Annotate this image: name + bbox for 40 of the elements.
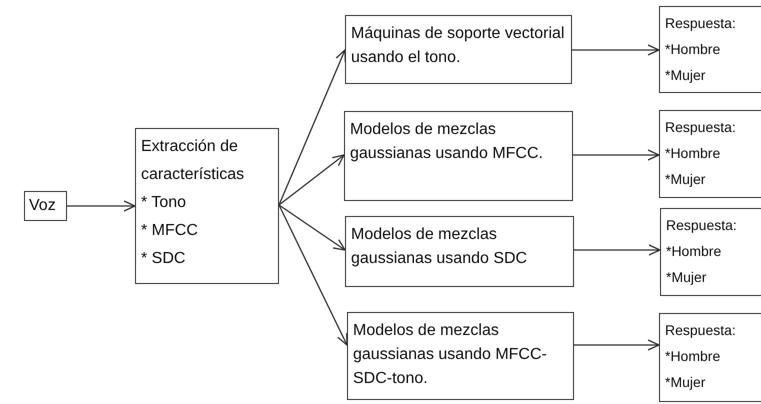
box-text: *Mujer [665, 373, 706, 392]
output-box [660, 208, 761, 296]
box-text: Respuesta: [665, 321, 737, 340]
input-box [24, 191, 67, 221]
box-text: *Mujer [665, 66, 706, 85]
box-text: Respuesta: [665, 118, 737, 137]
box-text: Extracción de características [141, 137, 246, 185]
arrow [278, 49, 346, 206]
classifier-box [345, 15, 572, 84]
arrow [278, 204, 346, 251]
arrow [67, 200, 136, 212]
arrow [573, 149, 660, 161]
box-text: * MFCC [141, 221, 199, 241]
box-text: Modelos de mezclas gaussianas usando MFCC-SDC-tono. [353, 321, 548, 389]
box-text: *Hombre [666, 242, 722, 261]
classifier-box [344, 111, 573, 201]
box-text: *Hombre [665, 347, 722, 366]
box-text: * Tono [141, 193, 188, 213]
classifier-box [345, 216, 574, 287]
arrow [574, 339, 660, 351]
box-text: *Hombre [665, 40, 722, 59]
box-text: * SDC [141, 249, 186, 269]
box-text: Respuesta: [665, 14, 737, 33]
output-box [659, 313, 761, 402]
output-box [659, 110, 761, 198]
arrow [574, 244, 661, 256]
box-text: Modelos de mezclas gaussianas usando MFCC. [350, 120, 544, 164]
arrow [278, 204, 348, 346]
process-box [135, 128, 279, 284]
output-box [659, 6, 761, 93]
box-text: Respuesta: [666, 216, 738, 235]
box-text: *Mujer [666, 268, 708, 287]
arrow [278, 154, 345, 206]
box-text: *Mujer [665, 170, 706, 189]
box-text: Modelos de mezclas gaussianas usando SDC [351, 225, 528, 269]
box-text: *Hombre [665, 144, 722, 163]
classifier-box [347, 312, 574, 400]
box-text: Máquinas de soporte vectorial usando el tono. [351, 24, 566, 68]
arrow [572, 44, 660, 56]
box-text: Voz [29, 196, 57, 216]
